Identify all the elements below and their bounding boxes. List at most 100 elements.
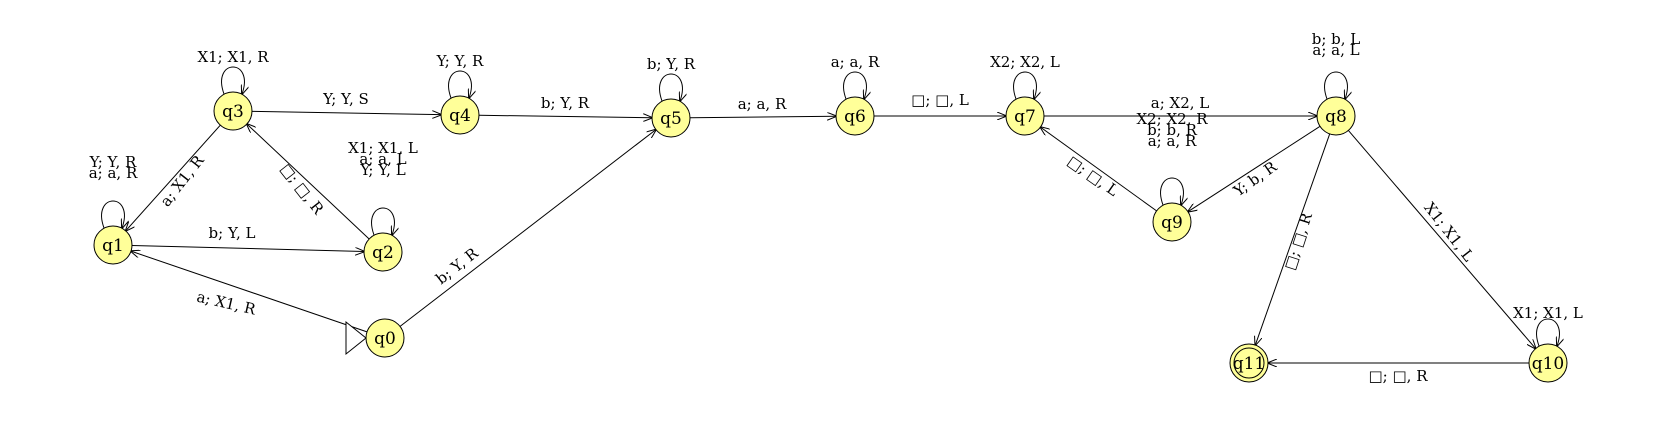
transition-q5-q6: a; a, R (689, 95, 836, 118)
state-label: q8 (1325, 107, 1347, 127)
state-circle (1005, 96, 1045, 136)
transition-label: Y; Y, L (359, 161, 405, 179)
transition-arrow (131, 244, 364, 251)
state-circle (1316, 96, 1356, 136)
transition-q7-q8: a; X2, L (1044, 94, 1317, 116)
state-circle (835, 96, 875, 136)
transition-label: b; Y, R (432, 244, 482, 288)
transition-label: b; b, R (1147, 121, 1198, 139)
state-q4: q4 (440, 95, 480, 135)
transition-label: □; □, L (911, 91, 969, 109)
state-q11: q11 (1229, 343, 1269, 383)
transition-q10-q11: □; □, R (1268, 363, 1529, 385)
transition-label: X1; X1, L (348, 139, 418, 157)
transition-label: □; □, L (1064, 152, 1122, 200)
state-q6: q6 (835, 96, 875, 136)
transition-label: b; b, L (1312, 30, 1361, 48)
self-loop-arrow (221, 66, 245, 94)
transition-arrow (399, 130, 656, 327)
transition-label: □; □, R (277, 160, 328, 218)
transition-arrow (126, 124, 221, 231)
transition-label: Y; Y, R (436, 52, 484, 70)
transition-q6-q6: a; a, R (831, 53, 880, 99)
state-label: q11 (1233, 354, 1266, 374)
transition-label: X2; X2, L (990, 53, 1060, 71)
state-q9: q9 (1152, 202, 1192, 242)
final-state-ring (1233, 347, 1265, 379)
transition-q3-q1: a; X1, R (126, 124, 221, 231)
self-loop-arrow (371, 207, 395, 235)
state-q7: q7 (1005, 96, 1045, 136)
transition-arrow (131, 251, 368, 333)
state-circle (1152, 202, 1192, 242)
transition-q4-q4: Y; Y, R (436, 52, 484, 98)
transition-label: Y; Y, S (322, 90, 369, 108)
transition-label: a; a, R (831, 53, 880, 71)
transition-q8-q8: b; b, La; a, L (1312, 30, 1361, 99)
state-circle (93, 225, 133, 265)
transition-arrow (689, 116, 836, 118)
transition-label: Y; Y, R (89, 153, 137, 171)
transition-q2-q2: X1; X1, La; a, LY; Y, L (348, 139, 418, 235)
self-loop-arrow (448, 70, 472, 98)
transition-q4-q5: b; Y, R (478, 94, 652, 118)
transition-q8-q9: Y; b, R (1188, 125, 1321, 211)
state-label: q3 (222, 102, 244, 122)
state-label: q9 (1161, 213, 1183, 233)
state-label: q6 (844, 107, 866, 127)
transition-label: b; Y, L (209, 224, 256, 242)
state-circle (213, 91, 253, 131)
state-q5: q5 (651, 98, 691, 138)
transition-label: b; Y, R (541, 94, 590, 112)
self-loop-arrow (843, 71, 867, 99)
transition-q3-q3: X1; X1, R (197, 48, 269, 94)
state-label: q7 (1014, 107, 1036, 127)
transition-label: a; X1, R (195, 288, 258, 319)
transition-q0-q1: a; X1, R (131, 251, 368, 333)
transition-label: X1; X1, L (1513, 304, 1583, 322)
self-loop-arrow (1536, 318, 1560, 346)
transition-q8-q10: X1; X1, L (1347, 130, 1535, 348)
transition-q7-q7: X2; X2, L (990, 53, 1060, 99)
transition-label: a; a, R (1148, 132, 1197, 150)
transition-label: X2; X2, R (1136, 110, 1208, 128)
state-label: q5 (660, 109, 682, 129)
state-q0: q0 (345, 318, 405, 358)
transition-q9-q7: □; □, L (1040, 127, 1157, 212)
self-loop-arrow (1160, 177, 1184, 205)
transition-label: a; X1, R (157, 151, 208, 210)
self-loop-arrow (1013, 71, 1037, 99)
state-circle (440, 95, 480, 135)
state-circle (363, 232, 403, 272)
state-circle (651, 98, 691, 138)
state-q8: q8 (1316, 96, 1356, 136)
transition-label: Y; b, R (1229, 157, 1280, 200)
state-label: q10 (1532, 354, 1565, 374)
self-loop-arrow (1324, 71, 1348, 99)
transition-label: X1; X1, L (1420, 199, 1477, 265)
state-q2: q2 (363, 232, 403, 272)
transition-arrow (251, 111, 441, 114)
transition-q1-q2: b; Y, L (131, 224, 364, 252)
self-loop-arrow (101, 200, 125, 228)
transition-q1-q1: Y; Y, Ra; a, R (89, 153, 138, 228)
transition-label: a; a, R (738, 95, 787, 113)
state-q1: q1 (93, 225, 133, 265)
state-label: q0 (374, 329, 396, 349)
transition-arrow (1040, 127, 1157, 212)
transition-q10-q10: X1; X1, L (1513, 304, 1583, 346)
transition-label: □; □, R (1281, 210, 1317, 272)
transition-q3-q4: Y; Y, S (251, 90, 441, 115)
transition-label: a; a, R (89, 164, 138, 182)
transition-arrow (1255, 133, 1331, 345)
transition-arrow (478, 115, 652, 117)
transition-label: X1; X1, R (197, 48, 269, 66)
state-label: q4 (449, 106, 471, 126)
transition-label: a; a, L (359, 150, 406, 168)
transition-q0-q5: b; Y, R (399, 130, 656, 327)
state-circle (1528, 343, 1568, 383)
transition-arrow (1188, 125, 1321, 211)
transition-label: a; a, L (1312, 41, 1359, 59)
self-loop-arrow (659, 73, 683, 101)
